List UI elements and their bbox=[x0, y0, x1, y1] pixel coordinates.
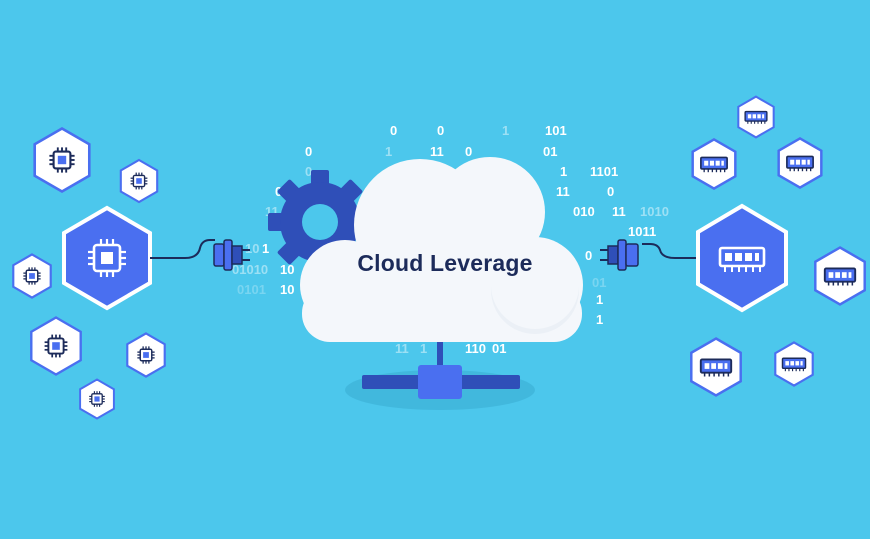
binary-digits: 101 bbox=[545, 123, 567, 138]
binary-digits: 1 bbox=[385, 144, 392, 159]
binary-digits: 010 bbox=[573, 204, 595, 219]
chip-hexagon bbox=[119, 158, 159, 204]
cloud-shape bbox=[300, 157, 583, 342]
binary-digits: 1101 bbox=[590, 164, 618, 179]
binary-digits: 110 bbox=[465, 341, 486, 356]
binary-digits: 10 bbox=[280, 282, 294, 297]
binary-digits: 11 bbox=[612, 204, 626, 219]
binary-digits: 1011 bbox=[628, 224, 656, 239]
main-chip-hexagon bbox=[62, 205, 152, 311]
binary-digits: 0 bbox=[305, 164, 312, 179]
binary-digits: 0 bbox=[607, 184, 614, 199]
binary-digits: 1010 bbox=[640, 204, 669, 219]
binary-digits: 1 bbox=[560, 164, 567, 179]
left-chip-cluster bbox=[12, 126, 166, 420]
binary-digits: 11 bbox=[430, 144, 444, 159]
network-node-icon bbox=[345, 342, 535, 410]
binary-digits: 0 bbox=[437, 123, 444, 138]
binary-digits: 1 bbox=[262, 241, 269, 256]
binary-digits: 0 bbox=[465, 144, 472, 159]
plug-connector-icon bbox=[213, 239, 250, 271]
binary-digits: 0 bbox=[585, 248, 592, 263]
main-memory-hexagon bbox=[696, 203, 788, 313]
binary-digits: 0101 bbox=[237, 282, 266, 297]
binary-digits: 1 bbox=[420, 341, 427, 356]
chip-hexagon bbox=[126, 332, 166, 378]
right-memory-cluster bbox=[690, 95, 866, 397]
chip-hexagon bbox=[12, 253, 52, 299]
memory-hexagon bbox=[691, 137, 737, 191]
binary-digits: 01 bbox=[543, 144, 557, 159]
right-cable bbox=[600, 239, 700, 271]
chip-hexagon bbox=[33, 126, 91, 194]
cpu-chip-icon bbox=[88, 239, 126, 277]
binary-digits: 1 bbox=[596, 312, 603, 327]
binary-digits: 10 bbox=[245, 241, 259, 256]
binary-digits: 0 bbox=[390, 123, 397, 138]
binary-digits: 01 bbox=[592, 275, 606, 290]
chip-hexagon bbox=[30, 316, 82, 376]
binary-digits: 01 bbox=[492, 341, 506, 356]
binary-digits: 11 bbox=[395, 341, 409, 356]
memory-hexagon bbox=[690, 337, 742, 397]
chip-hexagon bbox=[79, 378, 115, 420]
binary-digits: 1 bbox=[502, 123, 509, 138]
memory-hexagon bbox=[774, 341, 814, 387]
memory-hexagon bbox=[814, 246, 866, 306]
cloud-title: Cloud Leverage bbox=[357, 250, 533, 276]
binary-digits: 11 bbox=[556, 184, 570, 199]
binary-digits: 10 bbox=[280, 262, 294, 277]
left-cable bbox=[150, 239, 250, 271]
binary-digits: 01010 bbox=[232, 262, 268, 277]
memory-hexagon bbox=[777, 136, 823, 190]
binary-digits: 1 bbox=[596, 292, 603, 307]
memory-hexagon bbox=[737, 95, 775, 139]
plug-connector-icon bbox=[600, 239, 639, 271]
memory-module-icon bbox=[718, 246, 766, 272]
binary-digits: 0 bbox=[305, 144, 312, 159]
